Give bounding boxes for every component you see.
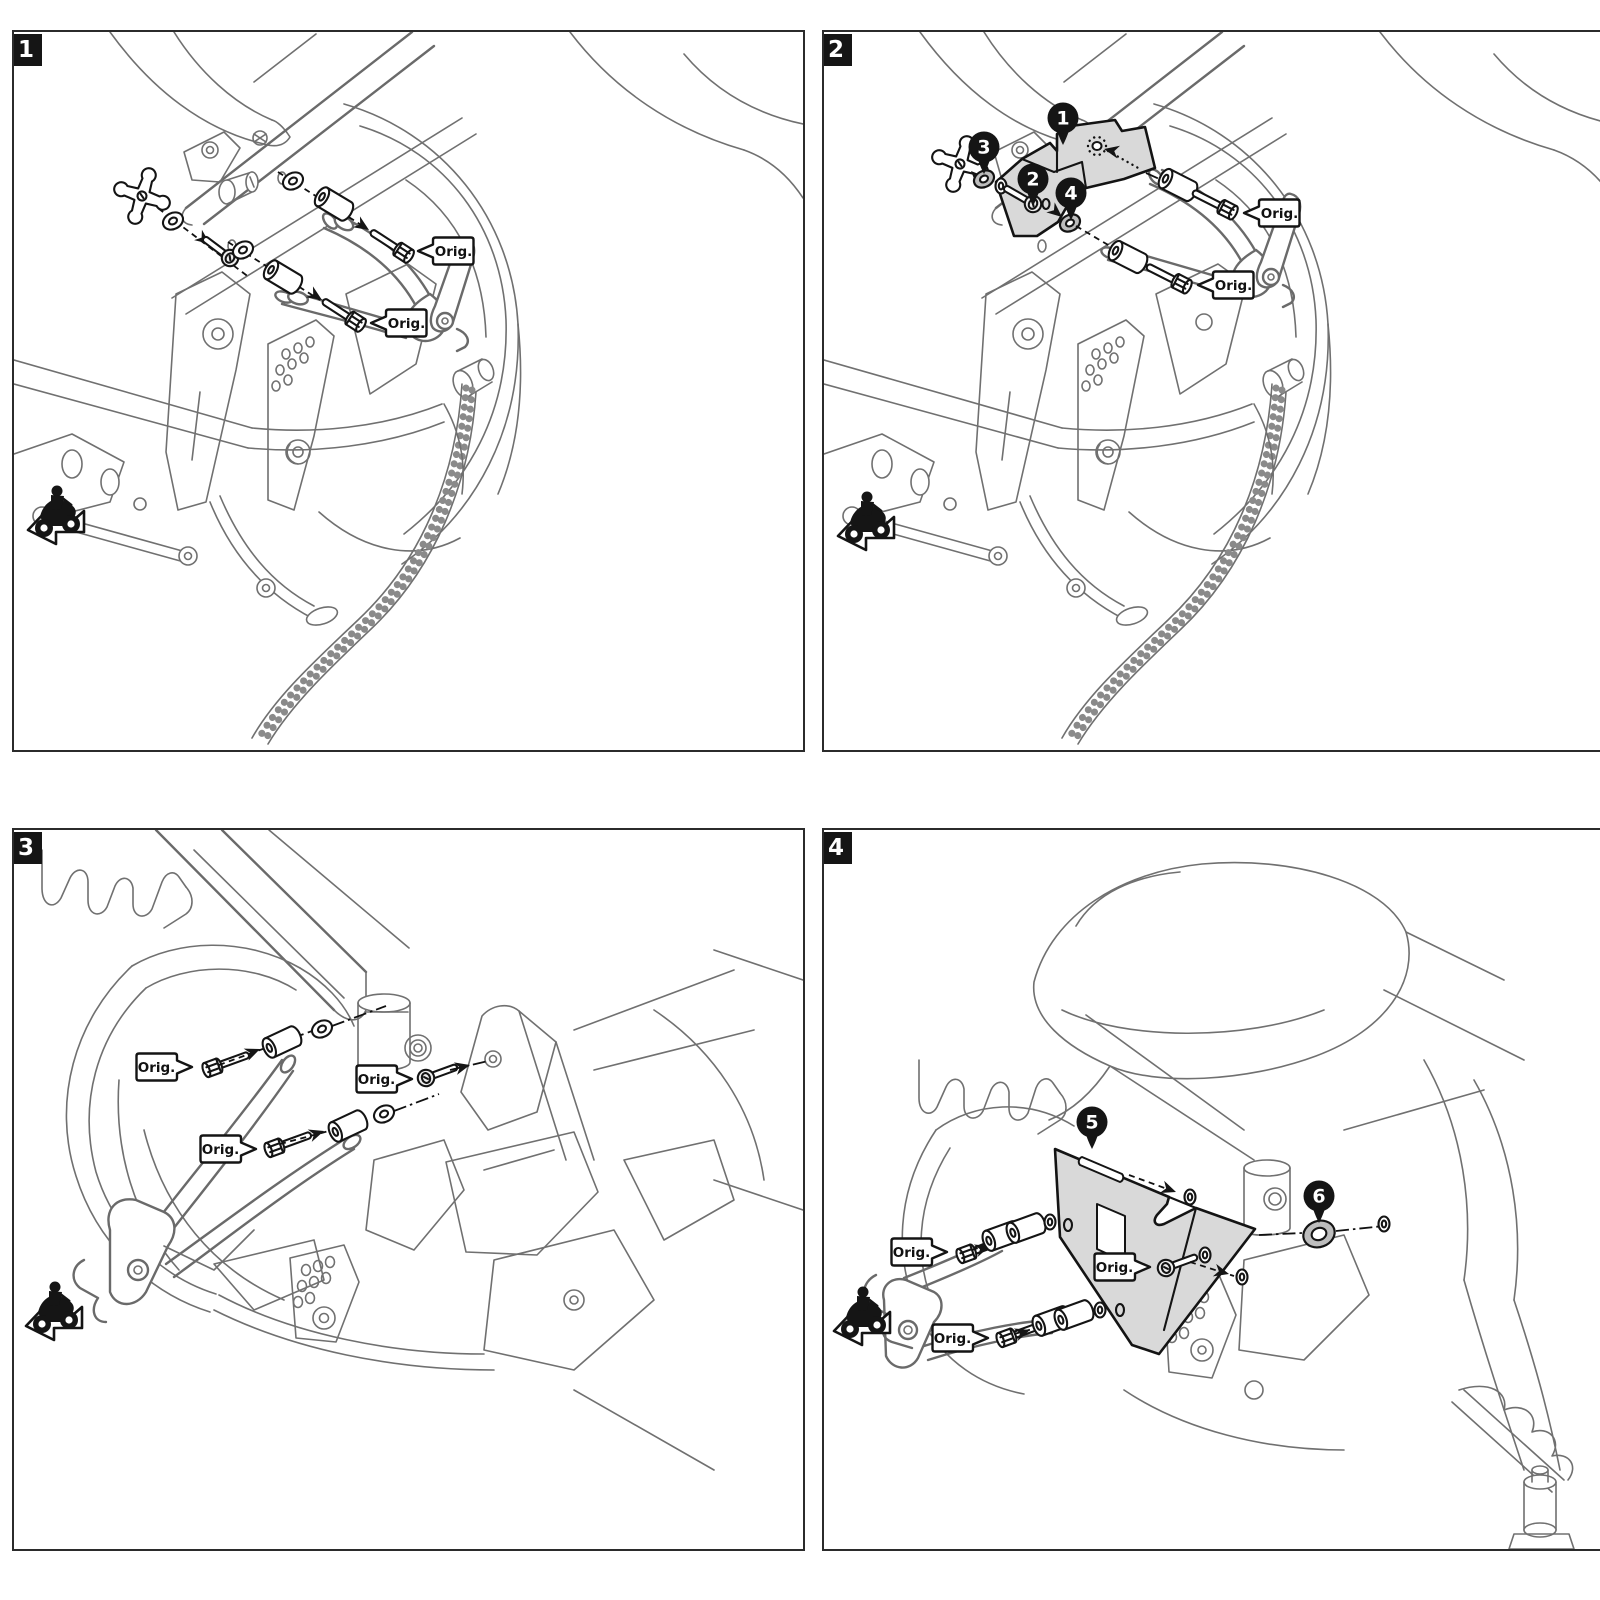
fastener-annotations: Orig. Orig. (922, 126, 1301, 300)
fastener-annotations: Orig. Orig. Orig. (890, 1174, 1391, 1353)
orig-part-label: Orig. (369, 308, 428, 338)
svg-text:Orig.: Orig. (435, 244, 473, 260)
motorcycle-direction-icon (24, 1280, 84, 1342)
washer-icon (307, 1015, 337, 1043)
hex-bolt-icon (261, 1126, 315, 1160)
fastener-annotations: Orig. Orig. (104, 158, 475, 338)
svg-text:Orig.: Orig. (388, 316, 426, 332)
orig-part-label: Orig. (355, 1064, 414, 1094)
washer-icon (1093, 1301, 1107, 1319)
orig-part-label: Orig. (1242, 198, 1301, 228)
part-number-badge: 6 (1303, 1180, 1335, 1223)
svg-text:1: 1 (1056, 108, 1069, 130)
panel-3-illustration: Orig. Orig. Orig. (24, 830, 803, 1471)
orig-part-label: Orig. (199, 1134, 258, 1164)
panel-2-illustration: Orig. Orig. 1 2 3 4 (824, 32, 1600, 750)
step-panel-1: 1 Orig. Orig. (12, 30, 805, 752)
spacer-icon (1104, 237, 1152, 277)
motorcycle-direction-icon (832, 1285, 892, 1347)
hex-bolt-icon (318, 293, 369, 335)
orig-part-label: Orig. (1093, 1252, 1152, 1282)
svg-text:Orig.: Orig. (1215, 278, 1253, 294)
part-number-badge: 1 (1047, 102, 1079, 145)
step-panel-2: 2 O (822, 30, 1600, 752)
bike-line-art (863, 861, 1575, 1549)
panel-4-illustration: Orig. Orig. Orig. (832, 861, 1575, 1549)
washer-part-6-icon (1302, 1219, 1336, 1249)
svg-text:Orig.: Orig. (1096, 1260, 1134, 1276)
step-number-badge: 2 (824, 34, 852, 66)
orig-part-label: Orig. (931, 1323, 990, 1353)
svg-text:4: 4 (1064, 183, 1077, 205)
step-panel-4: 4 (822, 828, 1600, 1551)
bike-line-art (14, 32, 803, 744)
spacer-icon (259, 256, 307, 298)
orig-part-label: Orig. (1196, 270, 1255, 300)
socket-bolt-icon (414, 1057, 461, 1090)
svg-text:Orig.: Orig. (1261, 206, 1299, 222)
spacer-icon (1051, 1297, 1097, 1333)
washer-icon (1043, 1213, 1057, 1231)
part-number-badge: 4 (1055, 177, 1087, 220)
washer-icon (1198, 1246, 1212, 1264)
svg-text:3: 3 (977, 137, 990, 159)
part-number-badges: 5 6 (1076, 1106, 1335, 1223)
panel-1-illustration: Orig. Orig. (14, 32, 803, 750)
part-number-badges: 1 2 3 4 (968, 102, 1087, 220)
washer-icon (1183, 1188, 1197, 1206)
part-number-badge: 2 (1017, 163, 1049, 206)
svg-text:Orig.: Orig. (202, 1142, 240, 1158)
step-number-badge: 1 (14, 34, 42, 66)
spacer-icon (1154, 165, 1202, 205)
svg-text:Orig.: Orig. (138, 1060, 176, 1076)
step-number-badge: 4 (824, 832, 852, 864)
svg-text:Orig.: Orig. (934, 1331, 972, 1347)
svg-text:5: 5 (1085, 1112, 1098, 1134)
hex-bolt-icon (1142, 258, 1195, 296)
spacer-icon (1003, 1210, 1049, 1246)
hex-bolt-icon (1188, 184, 1241, 222)
bike-line-art (41, 830, 803, 1471)
orig-part-label: Orig. (416, 236, 475, 266)
svg-text:Orig.: Orig. (358, 1072, 396, 1088)
svg-text:6: 6 (1312, 1186, 1325, 1208)
fastener-annotations: Orig. Orig. Orig. (135, 1005, 489, 1164)
orig-part-label: Orig. (890, 1237, 949, 1267)
part-number-badge: 5 (1076, 1106, 1108, 1149)
svg-text:Orig.: Orig. (893, 1245, 931, 1261)
washer-icon (1377, 1215, 1391, 1233)
spacer-icon (310, 183, 358, 225)
bike-line-art (824, 32, 1600, 744)
hex-bolt-icon (199, 1046, 253, 1080)
spacer-icon (258, 1023, 306, 1061)
washer-icon (369, 1100, 399, 1128)
svg-text:2: 2 (1026, 169, 1039, 191)
spacer-icon (324, 1107, 372, 1145)
washer-icon (1235, 1268, 1249, 1286)
step-panel-3: 3 (12, 828, 805, 1551)
step-number-badge: 3 (14, 832, 42, 864)
orig-part-label: Orig. (135, 1052, 194, 1082)
part-number-badge: 3 (968, 131, 1000, 174)
